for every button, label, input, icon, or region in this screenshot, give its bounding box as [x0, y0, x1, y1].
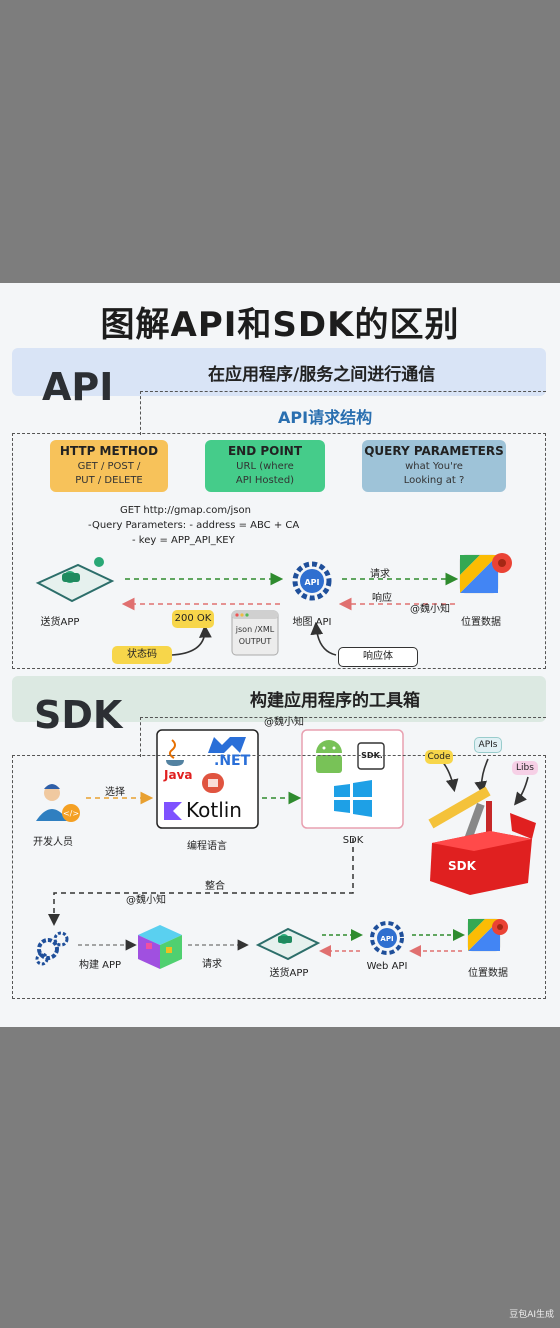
choose-label: 选择 [105, 787, 125, 798]
bottom-request-label: 请求 [202, 959, 222, 970]
query-params-line2: Looking at ? [403, 475, 465, 486]
dotnet-label: .NET [214, 753, 251, 769]
toolbox-icon [428, 758, 536, 895]
http-method-heading: HTTP METHOD [59, 444, 159, 458]
api-structure-title: API请求结构 [278, 408, 373, 427]
location-data-caption: 位置数据 [461, 617, 501, 628]
sdk-subtitle: 构建应用程序的工具箱 [250, 691, 420, 711]
web-api-gear-icon: API [370, 921, 404, 955]
watermark-api: @魏小知 [410, 604, 450, 615]
api-header-band [12, 348, 546, 396]
delivery-app-caption: 送货APP [40, 617, 80, 628]
bottom-delivery-app-caption: 送货APP [269, 968, 309, 979]
map-api-gear-icon: API [292, 561, 332, 601]
languages-caption: 编程语言 [187, 841, 227, 852]
kotlin-logo-icon [164, 802, 182, 820]
output-line-2: OUTPUT [238, 637, 272, 646]
web-api-caption: Web API [366, 961, 408, 972]
endpoint-line2: API Hosted) [235, 475, 295, 486]
location-data-maps-icon-bottom [467, 918, 508, 952]
delivery-app-phone-icon [35, 557, 115, 603]
request-arrow-label: 请求 [370, 569, 390, 580]
endpoint-line1: URL (where [236, 461, 294, 472]
toolbox-tag-code: Code [425, 750, 453, 764]
sdk-caption: SDK [342, 835, 364, 846]
request-line-2: -Query Parameters: - address = ABC + CA [88, 520, 300, 531]
http-method-line2: PUT / DELETE [75, 475, 143, 486]
location-data-maps-icon [459, 553, 512, 594]
output-window: json /XML OUTPUT [232, 624, 278, 648]
status-code-label: 状态码 [112, 646, 172, 664]
request-line-1: GET http://gmap.com/json [120, 505, 251, 516]
diagram-graphics: API </> [35, 553, 536, 969]
endpoint-heading: END POINT [227, 444, 303, 458]
sdk-frame [12, 755, 546, 999]
integrate-label: 整合 [205, 881, 225, 892]
api-frame [12, 433, 546, 669]
toolbox-tag-libs: Libs [512, 761, 538, 775]
build-gears-icon [35, 931, 69, 966]
response-arrow-label: 响应 [372, 593, 392, 604]
android-icon [316, 740, 342, 773]
developer-icon: </> [36, 784, 80, 822]
output-line-1: json /XML [235, 625, 275, 634]
build-app-caption: 构建 APP [78, 960, 122, 971]
request-line-3: - key = APP_API_KEY [132, 535, 235, 546]
dotnet-icon [208, 737, 246, 753]
kotlin-label: Kotlin [186, 798, 242, 822]
bottom-location-data-caption: 位置数据 [468, 968, 508, 979]
ai-generated-tag: 豆包AI生成 [509, 1310, 554, 1320]
watermark-sdk-bottom: @魏小知 [126, 895, 166, 906]
api-label: API [42, 365, 114, 409]
app-cube-icon [138, 925, 182, 969]
windows-icon [334, 780, 372, 817]
toolbox-label: SDK [448, 859, 476, 873]
svg-text:</>: </> [63, 809, 79, 818]
watermark-sdk-top: @魏小知 [264, 717, 304, 728]
svg-text:API: API [304, 578, 319, 587]
api-subtitle: 在应用程序/服务之间进行通信 [208, 365, 436, 385]
infographic-card: 图解API和SDK的区别 API 在应用程序/服务之间进行通信 API请求结构 … [0, 283, 560, 1027]
http-method-box: HTTP METHOD GET / POST / PUT / DELETE [50, 440, 168, 492]
query-params-heading: QUERY PARAMETERS [364, 444, 504, 458]
sdk-doc-icon [357, 742, 385, 770]
sdk-label: SDK [34, 693, 123, 737]
endpoint-box: END POINT URL (where API Hosted) [205, 440, 325, 492]
api-frame-connector [140, 391, 546, 435]
toolbox-tag-apis: APIs [474, 737, 502, 753]
sdk-frame-connector [140, 717, 546, 757]
java-label: Java [164, 768, 193, 782]
developer-caption: 开发人员 [33, 837, 73, 848]
status-200-badge: 200 OK [172, 610, 214, 628]
response-body-label: 响应体 [338, 647, 418, 667]
delivery-app-phone-icon-bottom [255, 927, 321, 961]
map-api-caption: 地图 API [292, 617, 332, 628]
query-params-box: QUERY PARAMETERS what You're Looking at … [362, 440, 506, 492]
page-title: 图解API和SDK的区别 [100, 305, 460, 345]
svg-text:API: API [380, 935, 393, 943]
sdk-header-band [12, 676, 546, 722]
sdk-doc-label: SDK. [361, 751, 383, 760]
http-method-line1: GET / POST / [77, 461, 141, 472]
query-params-line1: what You're [405, 461, 463, 472]
